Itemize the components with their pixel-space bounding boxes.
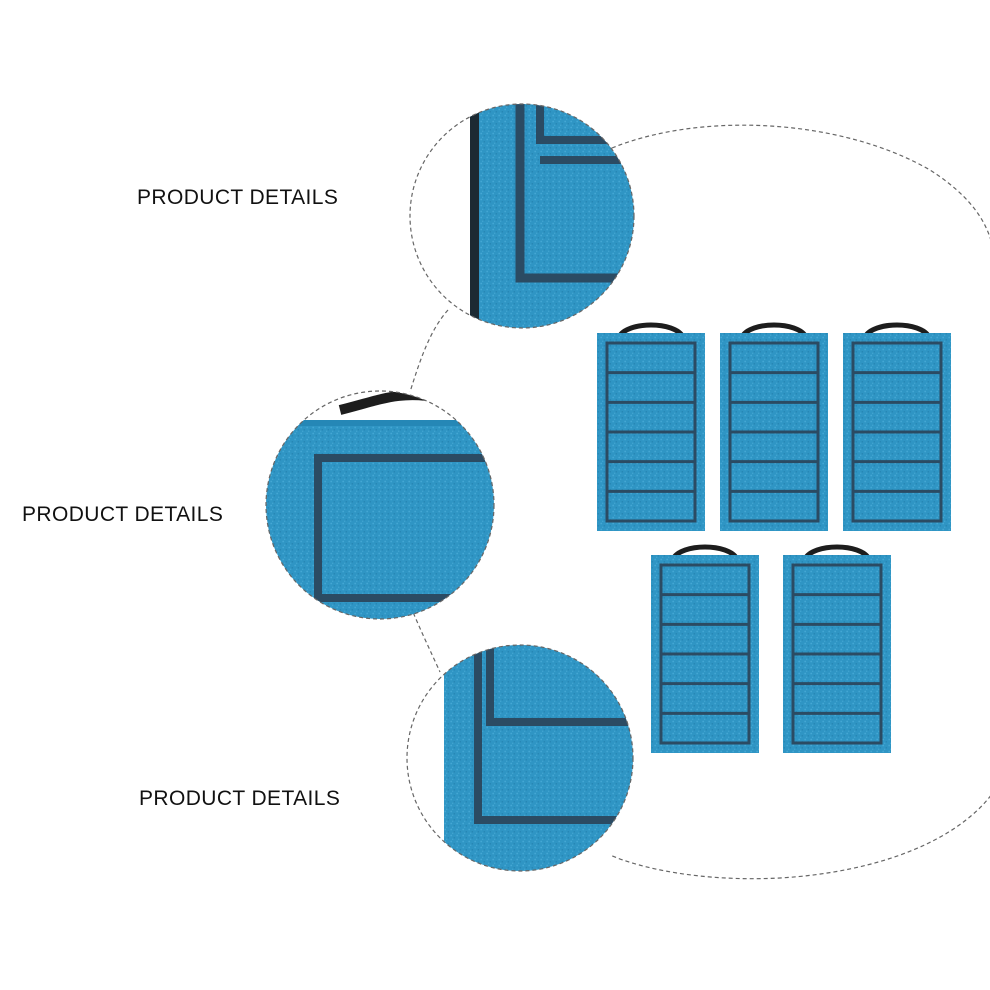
callout-label-1: PRODUCT DETAILS — [137, 186, 339, 209]
detail-circle-2 — [265, 390, 495, 620]
pad-handle — [616, 322, 686, 339]
callout-label-3: PRODUCT DETAILS — [139, 787, 341, 810]
filter-pad-1 — [597, 322, 705, 531]
pad-handle — [802, 544, 872, 561]
pad-handle — [862, 322, 932, 339]
detail-circle-1 — [409, 103, 635, 329]
detail-circle-3 — [406, 644, 634, 872]
pad-handle — [670, 544, 740, 561]
filter-pad-4 — [651, 544, 759, 753]
filter-pad-5 — [783, 544, 891, 753]
dashed-ellipse — [609, 124, 990, 880]
filter-pad-3 — [843, 322, 951, 531]
filter-pads — [597, 322, 951, 753]
filter-pad-2 — [720, 322, 828, 531]
callout-label-2: PRODUCT DETAILS — [22, 503, 224, 526]
pad-handle — [739, 322, 809, 339]
connector-1 — [409, 309, 449, 393]
